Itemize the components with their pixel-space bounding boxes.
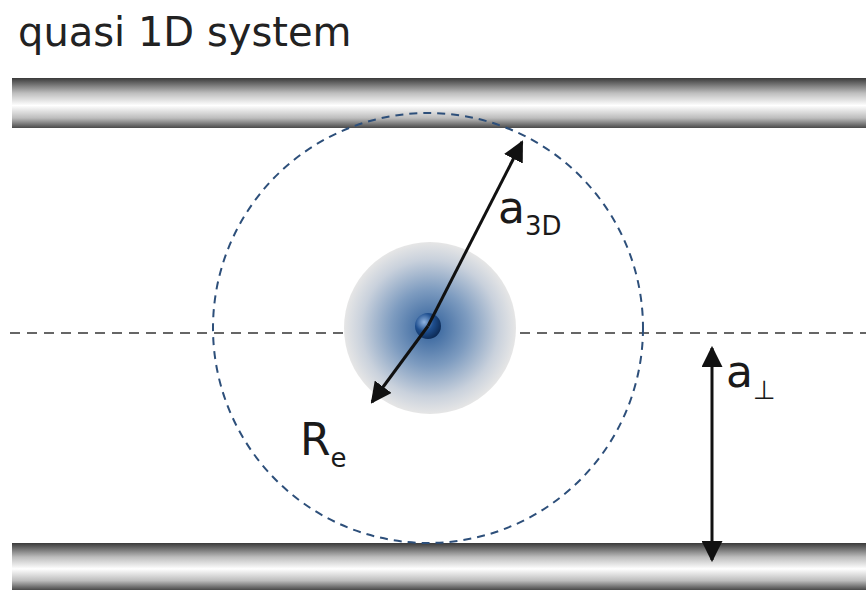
symbol: a (498, 182, 525, 233)
radius-arrow (372, 326, 428, 402)
symbol: R (300, 414, 331, 465)
symbol: a (726, 346, 753, 397)
scattering-circle (213, 113, 643, 543)
tube-wall-top (12, 78, 866, 128)
electron-cloud (344, 242, 516, 414)
radius-arrow (428, 142, 522, 326)
dimension-label: a⊥ (726, 350, 776, 403)
title: quasi 1D system (18, 12, 352, 52)
subscript: 3D (525, 211, 562, 241)
subscript: e (331, 443, 347, 473)
tube-wall-bottom (12, 543, 866, 590)
dimension-arrow (711, 348, 714, 560)
subscript: ⊥ (753, 375, 776, 405)
dimension-label: Re (300, 418, 347, 471)
dimension-label: a3D (498, 186, 562, 239)
